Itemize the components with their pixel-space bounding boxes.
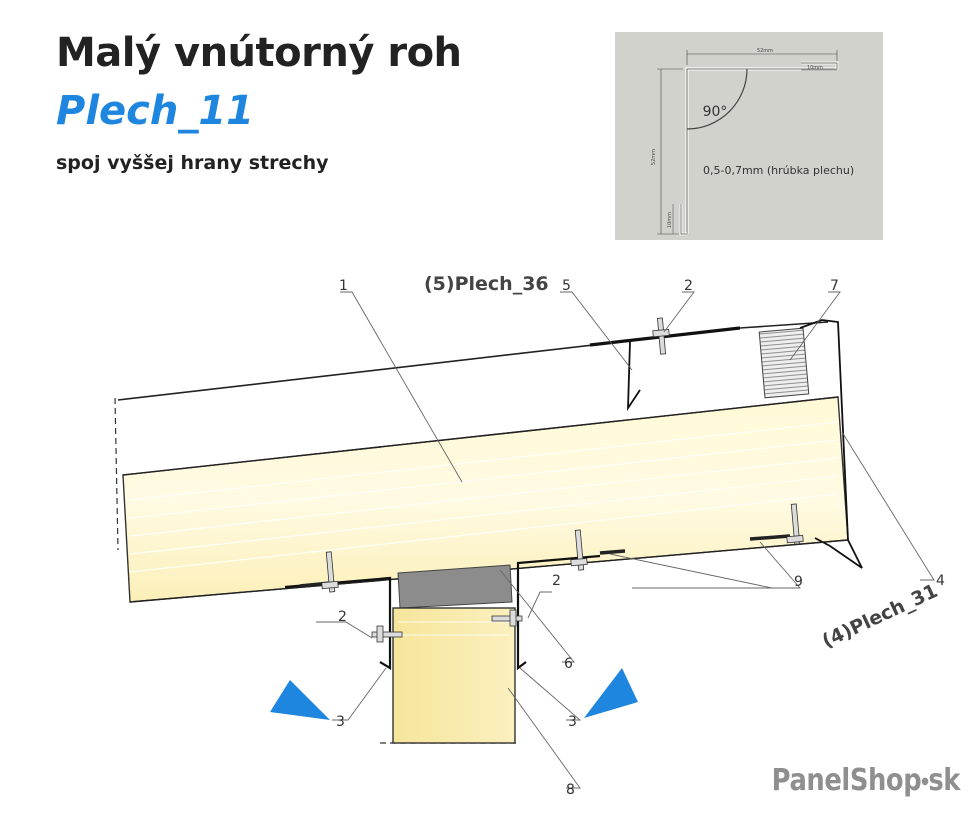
flashing-plech-36 (589, 326, 741, 347)
brand-logo-main: PanelShop (771, 763, 922, 798)
arrow-left-icon (270, 680, 330, 720)
cross-section-svg: 1 5 2 7 4 2 2 3 3 6 8 9 (5)Plech_36 (4)P… (114, 273, 945, 798)
page-title: Malý vnútorný roh (56, 30, 462, 76)
callout-7: 7 (830, 278, 839, 294)
label-plech-36: (5)Plech_36 (424, 273, 549, 295)
inset-side-dimension: 52mm (651, 149, 657, 165)
brand-logo: PanelShop●sk (771, 763, 961, 798)
break-line-left (114, 397, 119, 551)
product-code: Plech_11 (56, 88, 255, 134)
inset-top-dimension: 52mm (757, 48, 773, 54)
brand-logo-suffix: sk (928, 763, 960, 798)
callout-4: 4 (936, 573, 945, 589)
roof-edge-drawing: 1 5 2 7 4 2 2 3 3 6 8 9 (5)Plech_36 (4)P… (0, 250, 980, 810)
screws (321, 317, 804, 643)
callout-6: 6 (564, 656, 573, 672)
callout-1: 1 (339, 278, 348, 294)
arrow-right-icon (584, 668, 638, 718)
callout-5: 5 (562, 278, 571, 294)
callout-9: 9 (794, 574, 803, 590)
profile-inset: 52mm 10mm 52mm 10mm 90° 0,5-0,7mm (hrúbk… (615, 32, 883, 240)
brand-logo-dot: ● (921, 776, 929, 787)
inset-side-flange: 10mm (667, 212, 673, 228)
page-caption: spoj vyššej hrany strechy (56, 152, 329, 174)
inset-angle-label: 90° (703, 104, 728, 120)
inner-corner-right (516, 554, 601, 671)
callout-2-right: 2 (552, 573, 561, 589)
callout-3-right: 3 (568, 714, 577, 730)
callout-2-left: 2 (338, 609, 347, 625)
label-plech-31: (4)Plech_31 (819, 580, 941, 653)
timber-batten (758, 327, 810, 399)
callout-3-left: 3 (336, 714, 345, 730)
callout-2-top: 2 (684, 278, 693, 294)
support-post (392, 607, 516, 744)
inset-thickness-note: 0,5-0,7mm (hrúbka plechu) (703, 164, 854, 177)
support-cap (397, 564, 513, 609)
inset-top-flange: 10mm (807, 65, 823, 71)
callout-8: 8 (566, 782, 575, 798)
profile-drawing: 52mm 10mm 52mm 10mm 90° 0,5-0,7mm (hrúbk… (651, 48, 854, 236)
